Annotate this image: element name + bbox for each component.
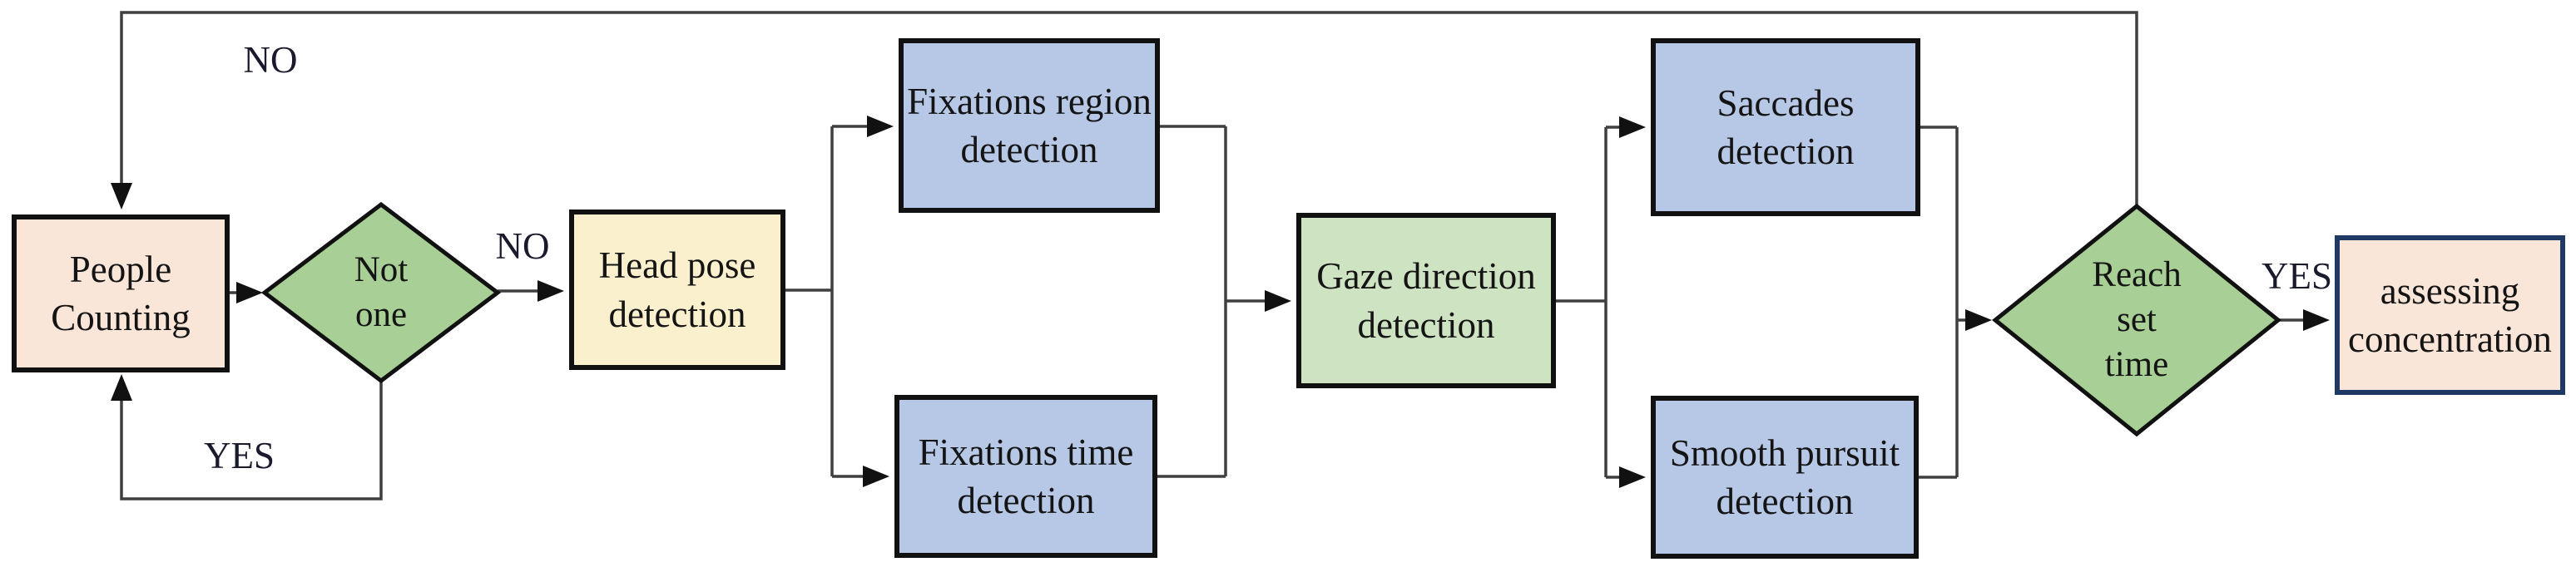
arrowhead-right-icon [1619,116,1646,138]
edge-label-no-branch: NO [495,225,550,267]
node-fixations-time-detection: Fixations time detection [894,395,1157,558]
arrowhead-right-icon [2303,309,2330,331]
node-label: Fixations region detection [907,80,1152,171]
edge-line [120,381,383,500]
node-label: Saccades detection [1717,81,1855,173]
edge-notone-to-headpose-no [498,280,564,302]
edge-people-to-notone [230,282,263,303]
arrowhead-right-icon [1619,466,1646,488]
decision-not-one [260,201,502,384]
node-label: Smooth pursuit detection [1669,431,1900,523]
edge-reach-to-assessing-yes [2278,309,2330,331]
edge-fixations-merge-to-gaze [1157,125,1291,478]
node-label: People Counting [51,248,191,339]
decision-reach-set-time-label: Reach set time [2092,255,2182,384]
arrowhead-right-icon [1265,290,1291,312]
edge-reach-to-people-no [111,11,2138,210]
edge-headpose-split [785,116,894,487]
arrowhead-down-icon [111,183,132,210]
node-smooth-pursuit-detection: Smooth pursuit detection [1651,396,1919,559]
node-gaze-direction-detection: Gaze direction detection [1296,213,1556,388]
edge-label-no-top: NO [243,39,298,81]
decision-not-one-label: Not one [354,250,409,334]
edge-saccades-merge-to-reach [1919,126,1992,479]
node-people-counting: People Counting [12,214,230,372]
node-head-pose-detection: Head pose detection [569,210,785,370]
edge-label-yes-out: YES [2261,255,2332,297]
node-label: assessing concentration [2348,269,2552,361]
arrowhead-right-icon [867,116,894,137]
arrowhead-up-icon [111,374,132,401]
node-assessing-concentration: assessing concentration [2335,235,2565,395]
arrowhead-right-icon [537,280,564,302]
arrowhead-right-icon [863,466,889,487]
node-label: Gaze direction detection [1316,255,1536,346]
edge-line [120,11,2138,206]
edge-notone-to-people-yes [111,374,383,500]
edge-label-yes-loop: YES [203,435,275,476]
edge-gaze-split [1556,116,1646,488]
node-label: Head pose detection [598,244,756,335]
decision-reach-set-time [1992,203,2281,437]
arrowhead-right-icon [236,282,263,303]
arrowhead-right-icon [1965,309,1992,331]
node-fixations-region-detection: Fixations region detection [899,38,1160,213]
node-saccades-detection: Saccades detection [1651,38,1920,216]
node-label: Fixations time detection [918,431,1134,522]
